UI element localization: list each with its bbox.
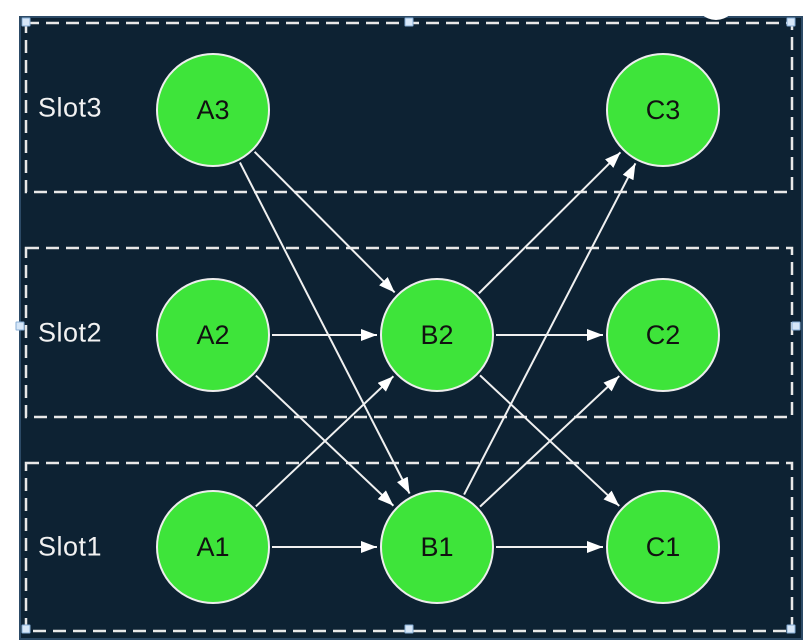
- selection-handle-bottom-left[interactable]: [21, 624, 31, 634]
- edge-A3-B2[interactable]: [253, 151, 396, 294]
- selection-handle-top-center[interactable]: [404, 17, 414, 27]
- slot-label-slot2: Slot2: [38, 317, 103, 347]
- selection-handle-left-middle[interactable]: [15, 321, 25, 331]
- node-C2[interactable]: C2: [606, 278, 720, 392]
- node-B2-label: B2: [420, 319, 454, 350]
- watermark-arc: [695, 0, 737, 20]
- slot-band-slot1[interactable]: [24, 461, 794, 633]
- edge-B2-C3[interactable]: [478, 151, 622, 295]
- edge-A1-B2[interactable]: [255, 375, 395, 508]
- edge-B1-C3[interactable]: [463, 162, 637, 496]
- node-C1[interactable]: C1: [606, 490, 720, 604]
- node-B1[interactable]: B1: [380, 490, 494, 604]
- selection-handle-top-left[interactable]: [21, 17, 31, 27]
- slot-band-slot2[interactable]: [24, 246, 794, 419]
- slot-label-slot3: Slot3: [38, 92, 103, 122]
- node-C3[interactable]: C3: [606, 53, 720, 167]
- node-A1-label: A1: [196, 531, 230, 562]
- node-C3-label: C3: [645, 94, 681, 125]
- edge-B1-C2[interactable]: [479, 375, 620, 508]
- node-A2[interactable]: A2: [156, 278, 270, 392]
- slot-label-slot1: Slot1: [38, 531, 103, 562]
- node-A2-label: A2: [196, 319, 230, 350]
- node-C1-label: C1: [645, 531, 681, 562]
- edge-A3-B1[interactable]: [239, 162, 411, 495]
- node-A3[interactable]: A3: [156, 53, 270, 167]
- selection-handle-top-right[interactable]: [786, 17, 796, 27]
- selection-handle-bottom-right[interactable]: [786, 624, 796, 634]
- node-A1[interactable]: A1: [156, 490, 270, 604]
- node-B1-label: B1: [420, 531, 454, 562]
- node-B2[interactable]: B2: [380, 278, 494, 392]
- selection-handle-bottom-center[interactable]: [404, 624, 414, 634]
- selection-handle-right-middle[interactable]: [791, 321, 801, 331]
- node-C2-label: C2: [645, 319, 681, 350]
- node-A3-label: A3: [196, 94, 230, 125]
